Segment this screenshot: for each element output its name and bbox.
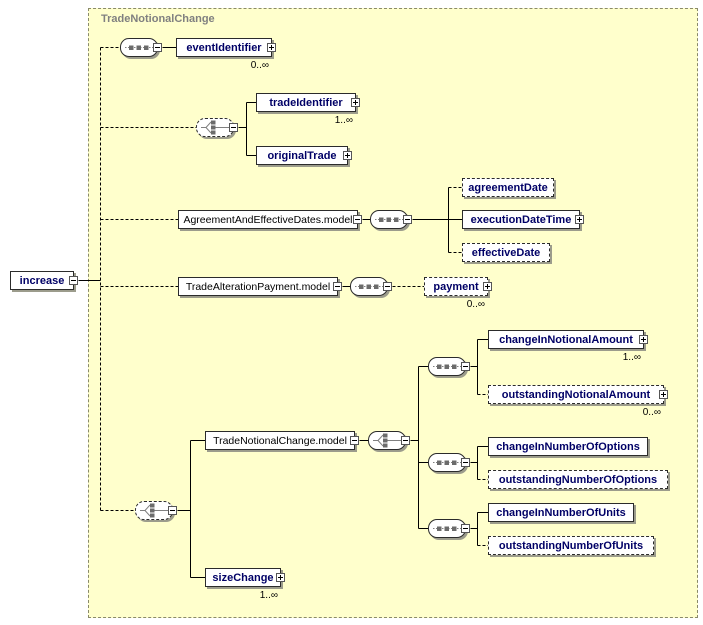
element-label: changeInNumberOfUnits xyxy=(496,506,626,519)
cardinality-label: 1..∞ xyxy=(622,352,641,363)
choice-icon xyxy=(140,503,168,518)
collapse-icon[interactable] xyxy=(333,282,342,291)
element-tradeIdentifier[interactable]: tradeIdentifier 1..∞ xyxy=(256,93,360,126)
modelgroup-TradeAlterationPayment[interactable]: TradeAlterationPayment.model xyxy=(178,277,342,296)
collapse-icon[interactable] xyxy=(350,436,359,445)
choice-compositor xyxy=(368,431,410,450)
element-changeInNotionalAmount[interactable]: changeInNotionalAmount 1..∞ xyxy=(488,330,648,363)
element-label: changeInNumberOfOptions xyxy=(496,440,640,453)
element-label: originalTrade xyxy=(267,149,337,162)
choice-icon xyxy=(201,120,229,135)
element-label: tradeIdentifier xyxy=(269,96,343,109)
sequence-compositor xyxy=(370,210,412,229)
sequence-icon xyxy=(433,460,461,465)
choice-icon xyxy=(373,433,401,448)
sequence-compositor xyxy=(120,38,162,57)
sequence-icon xyxy=(433,526,461,531)
collapse-icon[interactable] xyxy=(461,524,470,533)
sequence-icon xyxy=(125,45,153,50)
cardinality-label: 0..∞ xyxy=(642,407,661,418)
cardinality-label: 0..∞ xyxy=(250,60,269,71)
sequence-icon xyxy=(375,217,403,222)
collapse-icon[interactable] xyxy=(401,436,410,445)
element-label: agreementDate xyxy=(468,181,548,194)
modelgroup-TradeNotionalChange[interactable]: TradeNotionalChange.model xyxy=(205,431,359,450)
expand-icon[interactable] xyxy=(575,215,584,224)
sequence-compositor xyxy=(350,277,392,296)
expand-icon[interactable] xyxy=(276,573,285,582)
collapse-icon[interactable] xyxy=(383,282,392,291)
modelgroup-AgreementAndEffectiveDates[interactable]: AgreementAndEffectiveDates.model xyxy=(178,210,362,229)
element-label: effectiveDate xyxy=(471,246,541,259)
element-effectiveDate[interactable]: effectiveDate xyxy=(462,243,550,262)
collapse-icon[interactable] xyxy=(69,276,78,285)
element-label: outstandingNumberOfUnits xyxy=(498,539,644,552)
sequence-icon xyxy=(433,364,461,369)
sequence-compositor xyxy=(428,519,470,538)
expand-icon[interactable] xyxy=(483,282,492,291)
element-label: outstandingNotionalAmount xyxy=(501,388,651,401)
element-agreementDate[interactable]: agreementDate xyxy=(462,178,554,197)
modelgroup-label: TradeAlterationPayment.model xyxy=(185,280,331,293)
complextype-label: TradeNotionalChange xyxy=(101,13,215,25)
element-label: payment xyxy=(433,280,479,293)
collapse-icon[interactable] xyxy=(229,123,238,132)
modelgroup-label: TradeNotionalChange.model xyxy=(213,434,347,447)
collapse-icon[interactable] xyxy=(403,215,412,224)
collapse-icon[interactable] xyxy=(461,362,470,371)
element-outstandingNumberOfOptions[interactable]: outstandingNumberOfOptions xyxy=(488,470,668,489)
cardinality-label: 0..∞ xyxy=(466,299,485,310)
element-executionDateTime[interactable]: executionDateTime xyxy=(462,210,584,229)
element-originalTrade[interactable]: originalTrade xyxy=(256,146,352,165)
element-label: sizeChange xyxy=(212,571,274,584)
expand-icon[interactable] xyxy=(343,151,352,160)
sequence-compositor xyxy=(428,453,470,472)
element-label: changeInNotionalAmount xyxy=(499,333,633,346)
sequence-icon xyxy=(355,284,383,289)
element-increase[interactable]: increase xyxy=(10,271,78,290)
choice-compositor xyxy=(135,501,177,520)
collapse-icon[interactable] xyxy=(153,43,162,52)
expand-icon[interactable] xyxy=(639,335,648,344)
cardinality-label: 1..∞ xyxy=(259,590,278,601)
complextype-frame xyxy=(88,8,698,618)
collapse-icon[interactable] xyxy=(461,458,470,467)
element-changeInNumberOfUnits[interactable]: changeInNumberOfUnits xyxy=(488,503,634,522)
element-eventIdentifier[interactable]: eventIdentifier 0..∞ xyxy=(176,38,276,71)
collapse-icon[interactable] xyxy=(168,506,177,515)
element-label: outstandingNumberOfOptions xyxy=(498,473,658,486)
element-outstandingNotionalAmount[interactable]: outstandingNotionalAmount 0..∞ xyxy=(488,385,668,418)
sequence-compositor xyxy=(428,357,470,376)
expand-icon[interactable] xyxy=(659,390,668,399)
cardinality-label: 1..∞ xyxy=(334,115,353,126)
element-label: executionDateTime xyxy=(470,213,572,226)
expand-icon[interactable] xyxy=(267,43,276,52)
choice-compositor xyxy=(196,118,238,137)
element-payment[interactable]: payment 0..∞ xyxy=(424,277,492,310)
element-outstandingNumberOfUnits[interactable]: outstandingNumberOfUnits xyxy=(488,536,654,555)
collapse-icon[interactable] xyxy=(353,215,362,224)
expand-icon[interactable] xyxy=(351,98,360,107)
element-sizeChange[interactable]: sizeChange 1..∞ xyxy=(205,568,285,601)
modelgroup-label: AgreementAndEffectiveDates.model xyxy=(183,213,353,226)
element-label: eventIdentifier xyxy=(186,41,262,54)
element-label: increase xyxy=(19,274,65,287)
element-changeInNumberOfOptions[interactable]: changeInNumberOfOptions xyxy=(488,437,648,456)
